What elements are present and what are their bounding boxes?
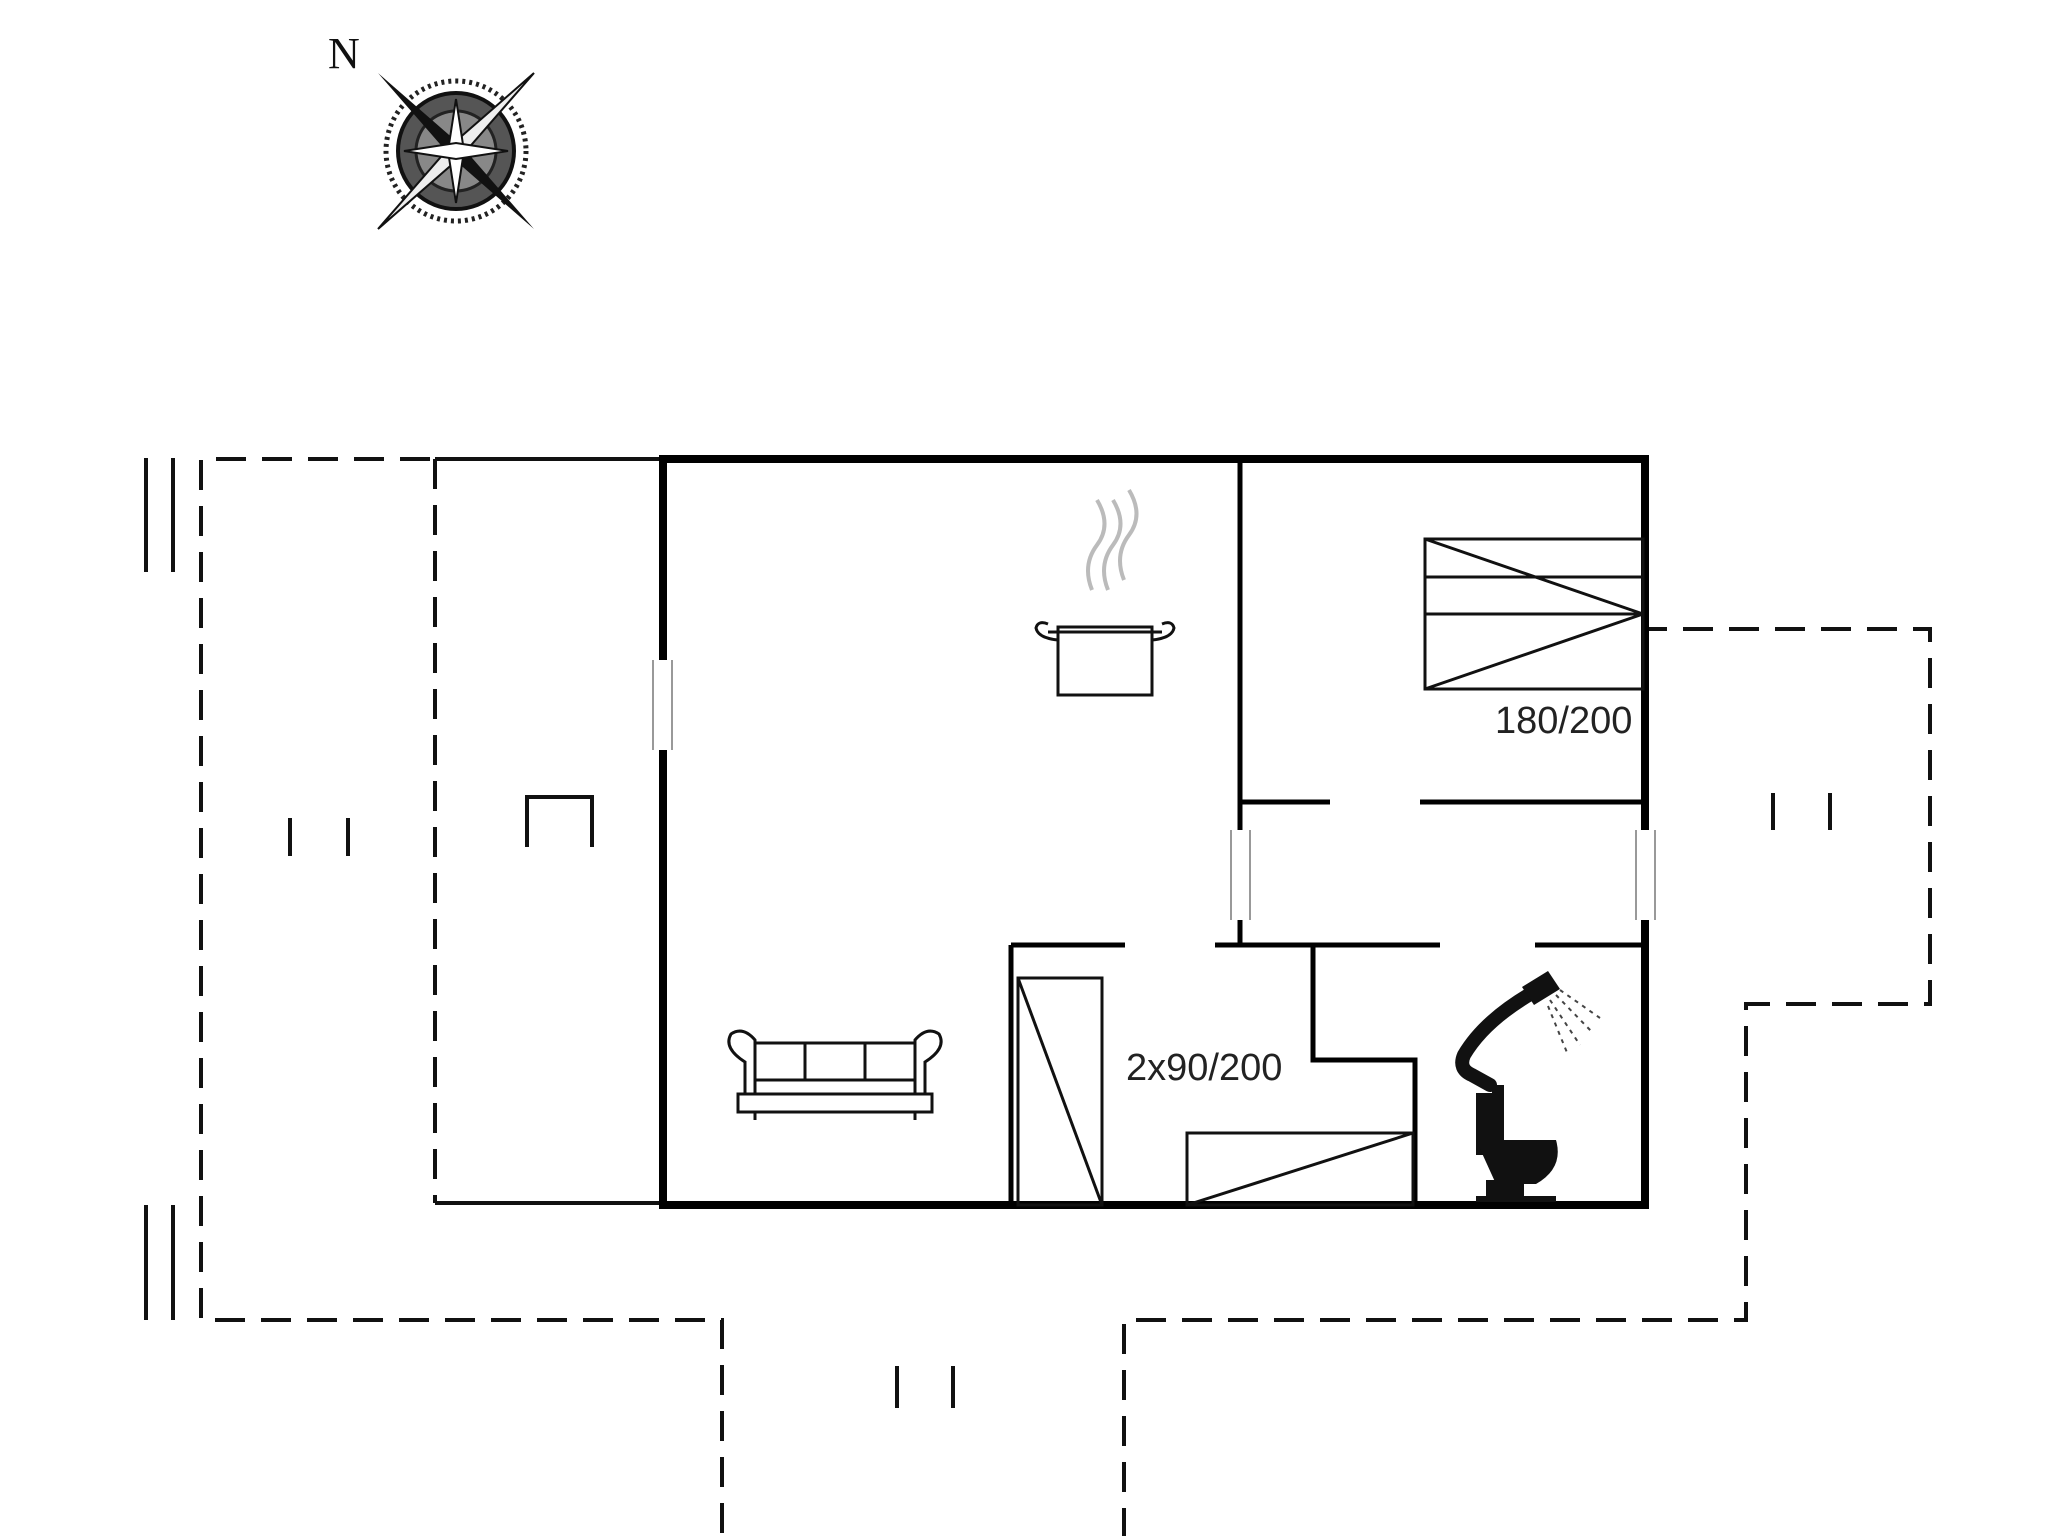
door-openings: [652, 660, 1656, 920]
terrace-solid-edges: [435, 457, 663, 1205]
toilet-icon: [1476, 1085, 1558, 1202]
terrace-left: [199, 457, 724, 1536]
terrace-front: [1122, 627, 1932, 1536]
bed-label-2x90-200: 2x90/200: [1126, 1047, 1282, 1089]
compass-north-label: N: [328, 29, 360, 78]
sofa-icon: [727, 1029, 943, 1120]
double-bed-icon: [1423, 537, 1645, 691]
terrace-bench-icon: [525, 795, 594, 847]
bed-label-180-200: 180/200: [1495, 700, 1632, 742]
cooking-pot-icon: [1034, 488, 1176, 697]
railing-markers: [144, 458, 1832, 1408]
shower-icon: [1455, 971, 1601, 1092]
compass: N: [328, 29, 535, 230]
single-bed-icon: [1016, 976, 1415, 1207]
house-walls: [659, 455, 1649, 1209]
compass-rose-icon: [377, 72, 535, 230]
terrace-outline: [199, 457, 1932, 1536]
